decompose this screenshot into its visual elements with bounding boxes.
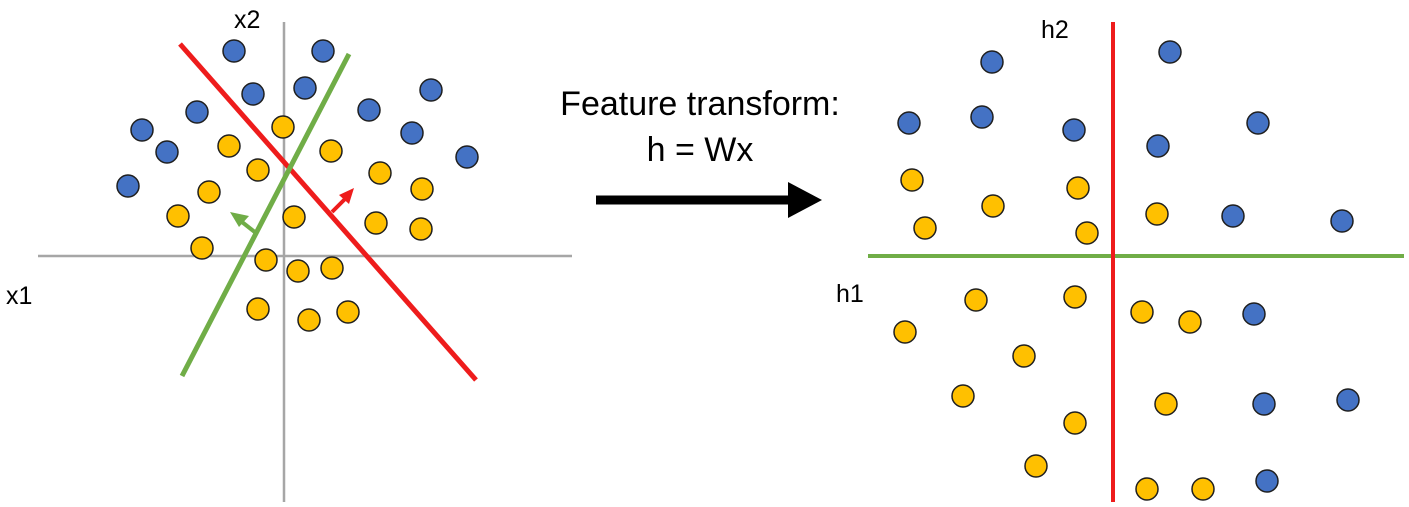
feature-blue-point	[1330, 209, 1354, 233]
input-space-panel	[38, 22, 572, 502]
input-orange-point	[254, 248, 278, 272]
feature-orange-point	[964, 288, 988, 312]
input-orange-point	[190, 236, 214, 260]
feature-orange-point	[1063, 285, 1087, 309]
feature-orange-point	[1024, 454, 1048, 478]
x2-axis-label: x2	[234, 6, 261, 34]
h2-axis-label: h2	[1041, 16, 1069, 44]
feature-orange-point	[1012, 344, 1036, 368]
input-orange-point	[286, 259, 310, 283]
feature-orange-point	[1130, 300, 1154, 324]
transform-caption: Feature transform: h = Wx	[520, 82, 880, 174]
feature-blue-point	[1336, 388, 1360, 412]
input-points	[116, 39, 479, 332]
feature-orange-point	[1178, 310, 1202, 334]
feature-blue-point	[1221, 204, 1245, 228]
input-orange-point	[297, 308, 321, 332]
input-orange-point	[320, 256, 344, 280]
input-blue-point	[185, 100, 209, 124]
feature-blue-point	[1242, 302, 1266, 326]
feature-space-panel	[868, 22, 1404, 502]
input-orange-point	[246, 158, 270, 182]
feature-orange-point	[1066, 176, 1090, 200]
feature-orange-point	[981, 194, 1005, 218]
feature-orange-point	[1075, 221, 1099, 245]
input-orange-point	[271, 115, 295, 139]
input-orange-point	[282, 205, 306, 229]
input-blue-point	[311, 39, 335, 63]
input-orange-point	[410, 177, 434, 201]
input-orange-point	[409, 217, 433, 241]
feature-orange-point	[1145, 202, 1169, 226]
input-orange-point	[364, 211, 388, 235]
input-blue-point	[130, 118, 154, 142]
feature-orange-point	[893, 320, 917, 344]
input-blue-point	[357, 98, 381, 122]
feature-blue-point	[980, 50, 1004, 74]
input-blue-point	[400, 121, 424, 145]
feature-points	[893, 40, 1360, 501]
input-orange-point	[217, 134, 241, 158]
input-blue-point	[241, 82, 265, 106]
feature-blue-point	[1158, 40, 1182, 64]
input-orange-point	[197, 180, 221, 204]
input-orange-point	[319, 139, 343, 163]
feature-orange-point	[1154, 392, 1178, 416]
input-blue-point	[455, 145, 479, 169]
input-orange-point	[166, 204, 190, 228]
feature-blue-point	[897, 111, 921, 135]
feature-orange-point	[951, 384, 975, 408]
feature-blue-point	[1062, 118, 1086, 142]
caption-line-1: Feature transform:	[560, 85, 840, 123]
feature-orange-point	[900, 168, 924, 192]
input-blue-point	[222, 39, 246, 63]
input-blue-point	[419, 78, 443, 102]
feature-blue-point	[1252, 392, 1276, 416]
feature-orange-point	[1063, 411, 1087, 435]
input-orange-point	[246, 297, 270, 321]
feature-blue-point	[1246, 111, 1270, 135]
h1-axis-label: h1	[836, 280, 864, 308]
input-orange-point	[368, 161, 392, 185]
red-separator-line	[178, 42, 478, 382]
feature-orange-point	[913, 216, 937, 240]
input-blue-point	[293, 76, 317, 100]
green-normal-arrow	[230, 212, 258, 235]
feature-blue-point	[1146, 134, 1170, 158]
feature-orange-point	[1191, 477, 1215, 501]
input-blue-point	[155, 140, 179, 164]
feature-blue-point	[1255, 469, 1279, 493]
input-blue-point	[116, 174, 140, 198]
red-normal-arrow	[330, 188, 354, 214]
x1-axis-label: x1	[6, 282, 33, 310]
input-orange-point	[336, 300, 360, 324]
transform-arrow	[596, 182, 822, 218]
green-separator-line	[179, 52, 352, 378]
caption-line-2: h = Wx	[646, 130, 754, 169]
feature-orange-point	[1135, 477, 1159, 501]
feature-blue-point	[970, 105, 994, 129]
